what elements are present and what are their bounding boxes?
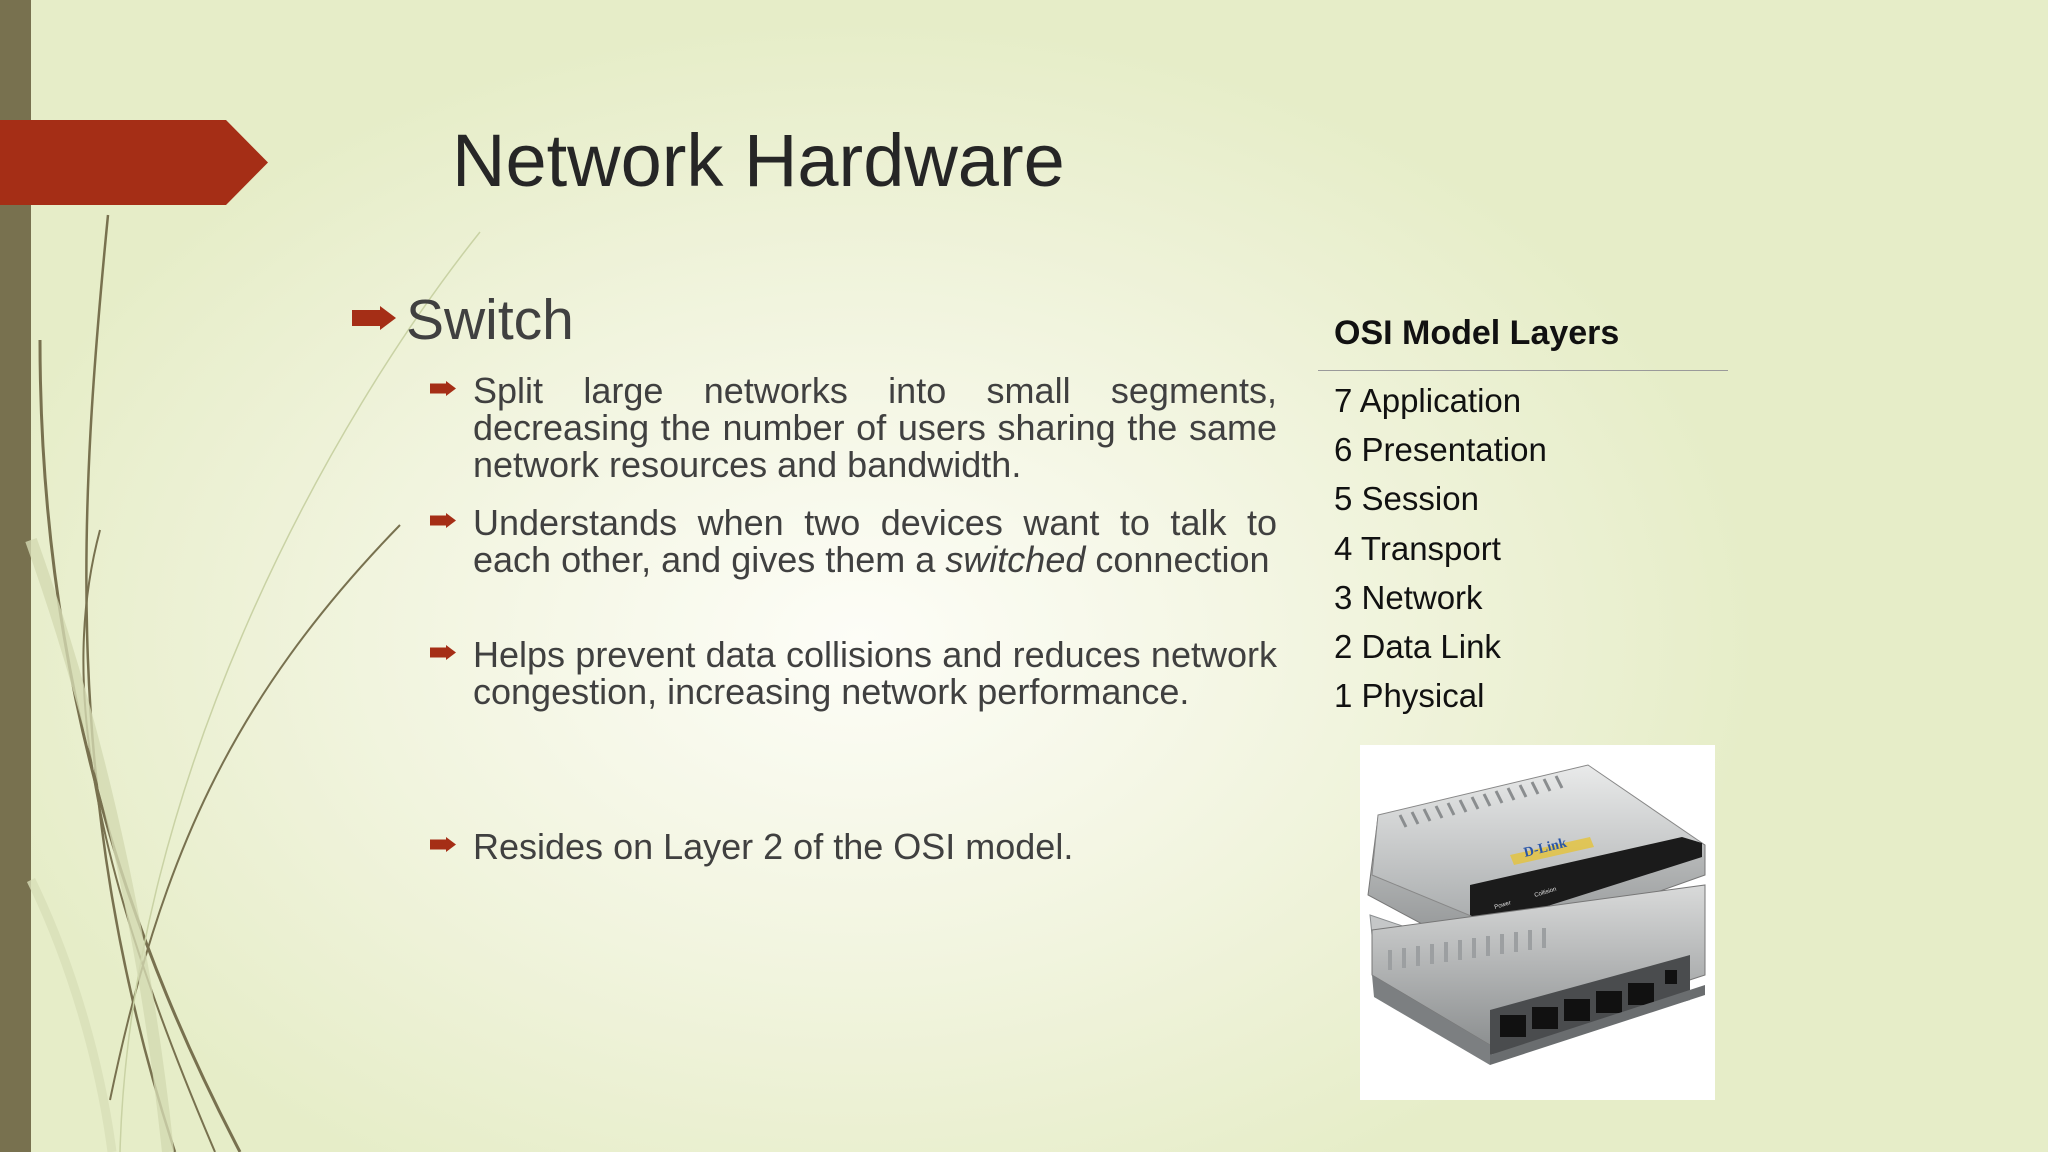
bullet-point: Resides on Layer 2 of the OSI model. [473, 826, 1074, 867]
accent-ribbon [0, 120, 268, 205]
bullet-point: Helps prevent data collisions and reduce… [473, 634, 1277, 712]
section-heading: Switch [406, 288, 574, 352]
arrow-bullet-icon [430, 645, 456, 660]
arrow-bullet-icon [352, 306, 396, 330]
osi-layer-item: 7 Application [1334, 382, 1522, 419]
bullet-point: Split large networks into small segments… [473, 370, 1277, 485]
osi-layer-item: 6 Presentation [1334, 431, 1547, 469]
bullet-point: Understands when two devices want to tal… [473, 504, 1277, 578]
decorative-swooshes [25, 214, 481, 1152]
arrow-bullet-icon [430, 513, 456, 528]
osi-layer-item: 1 Physical [1334, 677, 1485, 715]
arrow-bullet-icon [430, 837, 456, 852]
panel-label: Power [1494, 900, 1512, 911]
osi-layer-list: 7 Application 6 Presentation 5 Session 4… [1334, 376, 1547, 720]
osi-table-title: OSI Model Layers [1334, 314, 1620, 352]
bullet-text: Understands when two devices want to tal… [473, 502, 1277, 580]
osi-layer-item: 3 Network [1334, 578, 1483, 616]
osi-layer-item: 2 Data Link [1334, 628, 1501, 666]
emphasized-term: switched [945, 539, 1086, 580]
osi-layer-item: 4 Transport [1334, 529, 1501, 567]
arrow-bullet-icon [430, 381, 456, 396]
network-switch-photo: D-Link Power Collision [1360, 745, 1715, 1100]
slide-title: Network Hardware [452, 119, 1065, 202]
osi-table-divider [1318, 370, 1728, 371]
bullet-text: connection [1085, 539, 1270, 580]
osi-layer-item: 5 Session [1334, 480, 1479, 518]
